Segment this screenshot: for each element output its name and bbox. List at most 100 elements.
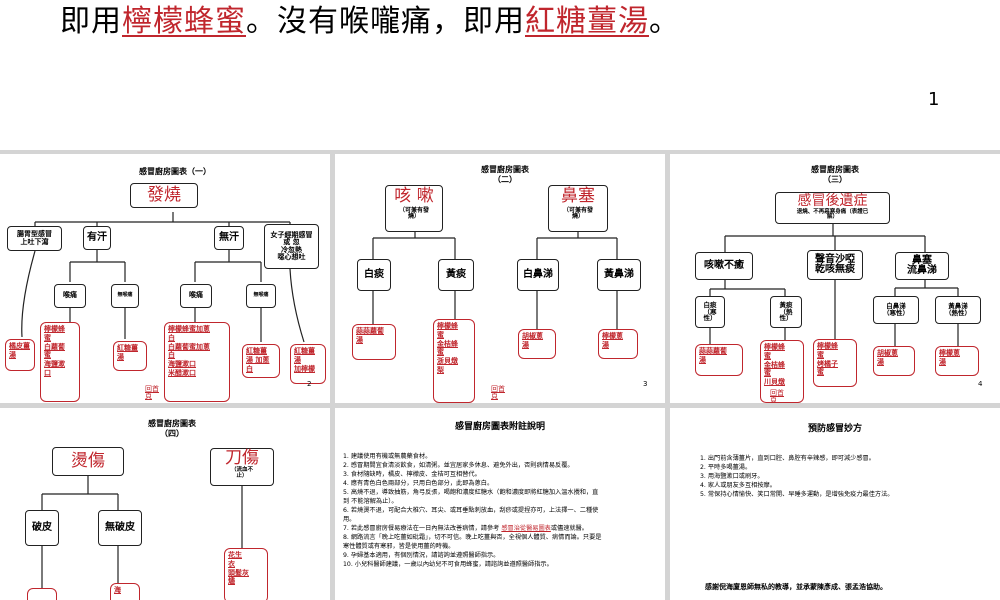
remedy-leaf[interactable]: 檸檬蜂蜜加蔥 白 白蘿蔔蜜加蔥 白 海鹽漱口 米醋漱口: [164, 322, 230, 402]
text-segment: 。: [649, 4, 680, 39]
white-phlegm-node: 白痰: [357, 259, 391, 291]
remedy-leaf[interactable]: 花生 衣 頭髮灰 燼: [224, 548, 268, 600]
remedy-leaf[interactable]: 海: [110, 583, 140, 600]
slide-title: 感冒廚房圖表（一）: [139, 167, 211, 176]
yellow-phlegm-node: 黃痰 （熱 性）: [770, 296, 802, 328]
slide-title: 感冒廚房圖表附註說明: [454, 422, 545, 432]
remedy-leaf[interactable]: 胡椒蔥 湯: [873, 346, 915, 376]
no-sore-throat-node: 無喉痛: [246, 284, 276, 308]
brown-sugar-ginger-link[interactable]: 紅糖薑湯: [525, 4, 649, 39]
flow-connectors: [41, 476, 243, 588]
lemon-honey-link[interactable]: 檸檬蜂蜜: [122, 4, 246, 39]
remedy-leaf[interactable]: 紅糖薑 湯 加蔥 白: [242, 344, 280, 378]
gastro-cold-node: 腸胃型感冒 上吐下瀉: [7, 226, 62, 251]
remedy-leaf[interactable]: 橘皮薑 湯: [5, 339, 35, 371]
note-item: 3. 食材隨缺時，橘皮、檸檬皮、金桔可互相替代。: [343, 471, 481, 478]
sweat-node: 有汗: [83, 226, 111, 250]
notes-list: 1. 建議使用有機或無農藥食材。 2. 感冒期間宜食清淡飲食，如清粥。並宜居家多…: [343, 452, 661, 569]
text-segment: 。沒有喉嚨痛，即用: [246, 4, 525, 39]
remedy-leaf[interactable]: 檸檬蜂 蜜 金桔蜂 蜜 川貝燉: [760, 340, 804, 403]
slide-1-text: 即用檸檬蜂蜜。沒有喉嚨痛，即用紅糖薑湯。: [60, 2, 680, 42]
remedy-leaf[interactable]: [27, 588, 57, 600]
cough-note: （可兼有發 燒）: [398, 206, 429, 221]
chart-reference-link[interactable]: 感冒治從醫易圖表: [501, 525, 551, 532]
prevention-item: 3. 用海鹽漱口或刷牙。: [700, 473, 764, 480]
runny-nose-node: 鼻塞 流鼻涕: [895, 252, 949, 280]
remedy-leaf[interactable]: 紅糖薑 湯 加檸檬: [290, 344, 326, 384]
remedy-leaf[interactable]: 檸檬蜂 蜜 烤橘子 蜜: [813, 339, 857, 387]
slide-thumbnail-7[interactable]: 預防感冒妙方 1. 出門前含薄薑片，直到口腔、鼻腔有辛辣感，即可減少感冒。 2.…: [670, 408, 1000, 600]
burn-node: 燙傷: [52, 447, 124, 476]
persistent-cough-node: 咳嗽不癒: [695, 252, 753, 280]
yellow-mucus-node: 黃鼻涕: [597, 259, 641, 291]
menstrual-cold-node: 女子經期感冒 或 忽 冷忽熱 噁心想吐: [264, 224, 319, 269]
cough-node: 咳 嗽 （可兼有發 燒）: [385, 185, 443, 232]
remedy-leaf[interactable]: 檸檬蔥 湯: [935, 346, 979, 376]
flow-connectors: [21, 212, 305, 343]
page-number: 3: [643, 380, 648, 388]
white-mucus-node: 白鼻涕: [517, 259, 559, 291]
cut-wound-node: 刀傷 （流血不 止）: [210, 448, 274, 486]
remedy-leaf[interactable]: 胡椒蔥 湯: [518, 329, 556, 359]
white-mucus-node: 白鼻涕 （寒性）: [873, 296, 919, 324]
note-item: 5. 高燒不退，導致抽筋，角弓反張，喝飽和濃度紅糖水（飽和濃度即將紅糖加入溫水攪…: [343, 489, 599, 496]
remedy-leaf[interactable]: 檸檬蜂 蜜 金桔蜂 蜜 浙貝燉 梨: [433, 319, 475, 403]
note-item: 寒性體質或有寒邪，皆是使用薑的時機。: [343, 543, 455, 550]
sore-throat-node: 喉痛: [54, 284, 86, 308]
page-number: 4: [978, 380, 983, 388]
text-segment: 即用: [60, 4, 122, 39]
slide-thumbnail-3[interactable]: 感冒廚房圖表 （二） 咳 嗽 （可兼有發 燒） 鼻塞 （可兼有發 燒） 白痰 黃…: [335, 154, 665, 403]
white-phlegm-node: 白痰 （寒 性）: [695, 296, 725, 328]
note-item: 用。: [343, 516, 356, 523]
note-item: 8. 網路流言「晚上吃薑如砒霜」，切不可信。晚上吃薑與否，全視個人體質、病情而論…: [343, 534, 602, 541]
slide-thumbnail-2[interactable]: 感冒廚房圖表（一） 發燒 腸胃型感冒 上吐下瀉 有汗 無汗 女子經期感冒 或 忽…: [0, 154, 330, 403]
note-item: 7. 若此感冒廚房餐易療法在一日內無法改善病情，請參考 感冒治從醫易圖表或儘速就…: [343, 525, 588, 532]
slide-thumbnail-6[interactable]: 感冒廚房圖表附註說明 1. 建議使用有機或無農藥食材。 2. 感冒期間宜食清淡飲…: [335, 408, 665, 600]
note-item: 10. 小兒科醫師建議，一歲以內幼兒不可食用蜂蜜，請諮詢並遵照醫師指示。: [343, 561, 553, 568]
prevention-item: 5. 常保持心情愉快、笑口常開、早睡多運動，是增強免疫力最佳方法。: [700, 491, 894, 498]
prevention-item: 2. 平時多喝薑湯。: [700, 464, 752, 471]
prevention-list: 1. 出門前含薄薑片，直到口腔、鼻腔有辛辣感，即可減少感冒。 2. 平時多喝薑湯…: [700, 454, 990, 499]
flow-connectors: [709, 224, 959, 346]
post-cold-node: 感冒後遺症 退燒、不再惡寒身痛（表證已 解）: [775, 192, 890, 224]
note-item: 6. 若燒燙不退，可配合大椎穴、耳尖、或耳垂點刺放血，刮痧或提捏亦可，上法擇一、…: [343, 507, 599, 514]
congestion-note: （可兼有發 燒）: [562, 206, 593, 221]
unbroken-skin-node: 無破皮: [98, 510, 142, 546]
cut-wound-label: 刀傷: [225, 448, 259, 468]
remedy-leaf[interactable]: 檸檬蜂 蜜 白蘿蔔 蜜 海鹽漱 口: [40, 322, 80, 402]
prevention-item: 1. 出門前含薄薑片，直到口腔、鼻腔有辛辣感，即可減少感冒。: [700, 455, 875, 462]
page-number: 2: [307, 380, 312, 388]
back-home-link[interactable]: 回首 頁: [145, 385, 159, 400]
note-item: 2. 感冒期間宜食清淡飲食，如清粥。並宜居家多休息、避免外出，否則病情易反覆。: [343, 462, 574, 469]
note-item: 4. 應有青色白色兩部分，只用白色部分，此即為蔥白。: [343, 480, 494, 487]
slide-title: 預防感冒妙方: [807, 424, 862, 434]
note-item: 9. 孕婦基本適用，有個別情況，請諮詢並遵照醫師指示。: [343, 552, 500, 559]
hoarse-voice-node: 聲音沙啞 乾咳無痰: [807, 250, 863, 280]
slide-thumbnail-5[interactable]: 感冒廚房圖表 （四） 燙傷 刀傷 （流血不 止） 破皮 無破皮 海 花生 衣 頭…: [0, 408, 330, 600]
broken-skin-node: 破皮: [25, 510, 59, 546]
post-cold-note: 退燒、不再惡寒身痛（表證已 解）: [796, 208, 869, 221]
no-sore-throat-node: 無喉痛: [111, 284, 139, 308]
flow-connectors: [372, 232, 618, 329]
yellow-mucus-node: 黃鼻涕 （熱性）: [935, 296, 981, 324]
back-home-link[interactable]: 回首 頁: [491, 385, 505, 400]
slide-title: 感冒廚房圖表 （四）: [148, 419, 196, 438]
remedy-leaf[interactable]: 蒜蒜蘿蔔 湯: [695, 344, 743, 376]
slide-thumbnail-4[interactable]: 感冒廚房圖表 （三） 感冒後遺症 退燒、不再惡寒身痛（表證已 解） 咳嗽不癒 聲…: [670, 154, 1000, 403]
fever-node: 發燒: [130, 183, 198, 208]
post-cold-label: 感冒後遺症: [797, 193, 868, 209]
cough-label: 咳 嗽: [394, 186, 434, 206]
no-sweat-node: 無汗: [214, 226, 244, 250]
acknowledgement-text: 感謝倪海廈恩師無私的教導，並承蒙陳彥成、張孟浩協助。: [705, 583, 887, 591]
remedy-leaf[interactable]: 檸檬蔥 湯: [598, 329, 638, 359]
slide-title: 感冒廚房圖表 （二）: [481, 165, 529, 184]
remedy-leaf[interactable]: 蒜蒜蘿蔔 湯: [352, 324, 396, 360]
yellow-phlegm-node: 黃痰: [438, 259, 474, 291]
cut-wound-note: （流血不 止）: [230, 466, 253, 479]
slide-title: 感冒廚房圖表 （三）: [811, 165, 859, 184]
note-item: 1. 建議使用有機或無農藥食材。: [343, 453, 432, 460]
congestion-label: 鼻塞: [561, 186, 595, 206]
remedy-leaf[interactable]: 紅糖薑 湯: [113, 341, 147, 371]
back-home-link[interactable]: 回首 頁: [770, 389, 784, 404]
